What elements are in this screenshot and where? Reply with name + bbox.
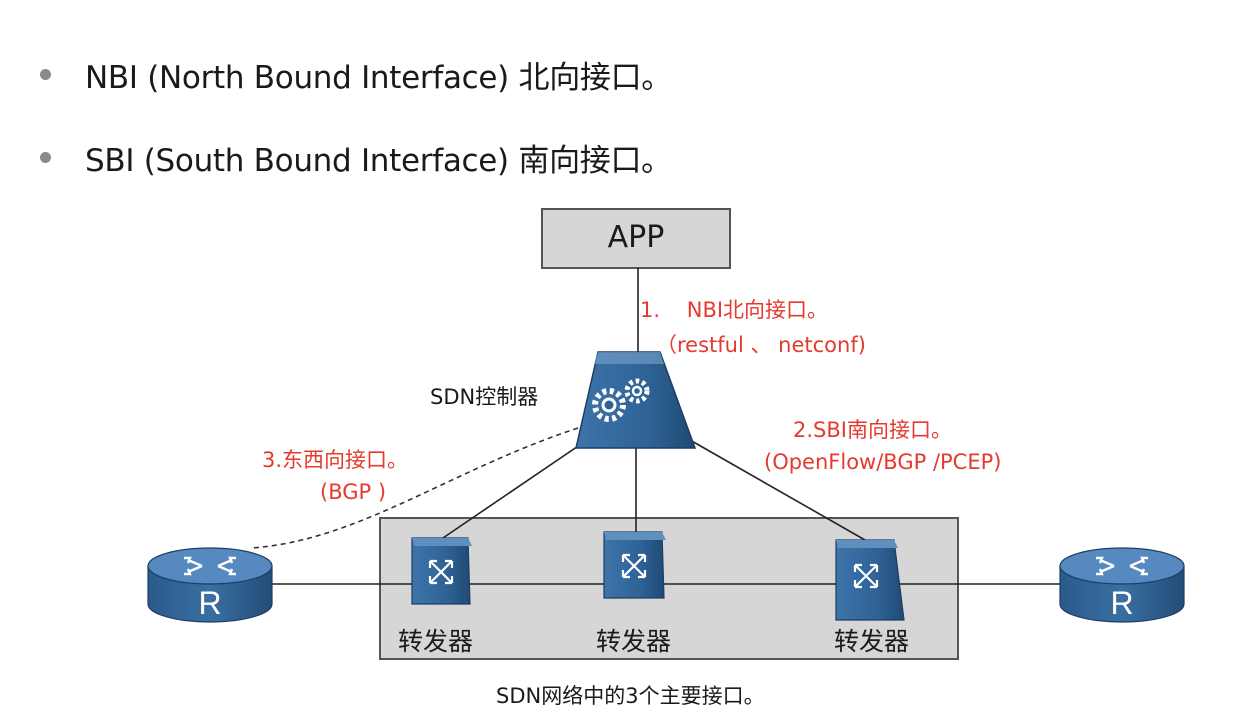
bullet-text: NBI (North Bound Interface) 北向接口。 <box>85 60 673 96</box>
nbi-protocols: （restful 、 netconf) <box>656 333 866 357</box>
controller-label: SDN控制器 <box>430 385 539 409</box>
sdn-controller-icon <box>575 351 697 449</box>
nbi-title: 1. NBI北向接口。 <box>640 298 829 322</box>
forwarder-label: 转发器 <box>596 627 672 656</box>
sbi-link <box>439 437 591 541</box>
forwarder-label: 转发器 <box>834 627 910 656</box>
forwarder-label: 转发器 <box>398 627 474 656</box>
router-icon <box>1059 547 1185 623</box>
bullet-dot <box>40 152 51 163</box>
router-letter: R <box>198 585 221 621</box>
diagram-caption: SDN网络中的3个主要接口。 <box>496 684 765 708</box>
east-west-protocols: (BGP ) <box>320 480 387 504</box>
app-label: APP <box>607 220 665 255</box>
bullet-item-sbi: SBI (South Bound Interface) 南向接口。 <box>40 135 672 180</box>
east-west-link <box>251 427 579 549</box>
east-west-title: 3.东西向接口。 <box>262 448 409 472</box>
sbi-protocols: (OpenFlow/BGP /PCEP) <box>764 450 1002 474</box>
forwarder-switch-icon <box>411 537 472 605</box>
sbi-link <box>689 439 866 541</box>
router-letter: R <box>1110 585 1133 621</box>
router-icon <box>147 547 273 623</box>
bullet-item-nbi: NBI (North Bound Interface) 北向接口。 <box>40 52 672 97</box>
forwarder-switch-icon <box>835 539 905 621</box>
bullet-text: SBI (South Bound Interface) 南向接口。 <box>85 143 672 179</box>
app-box <box>541 208 731 269</box>
sbi-title: 2.SBI南向接口。 <box>793 418 952 442</box>
forwarder-switch-icon <box>603 531 666 599</box>
bullet-dot <box>40 69 51 80</box>
